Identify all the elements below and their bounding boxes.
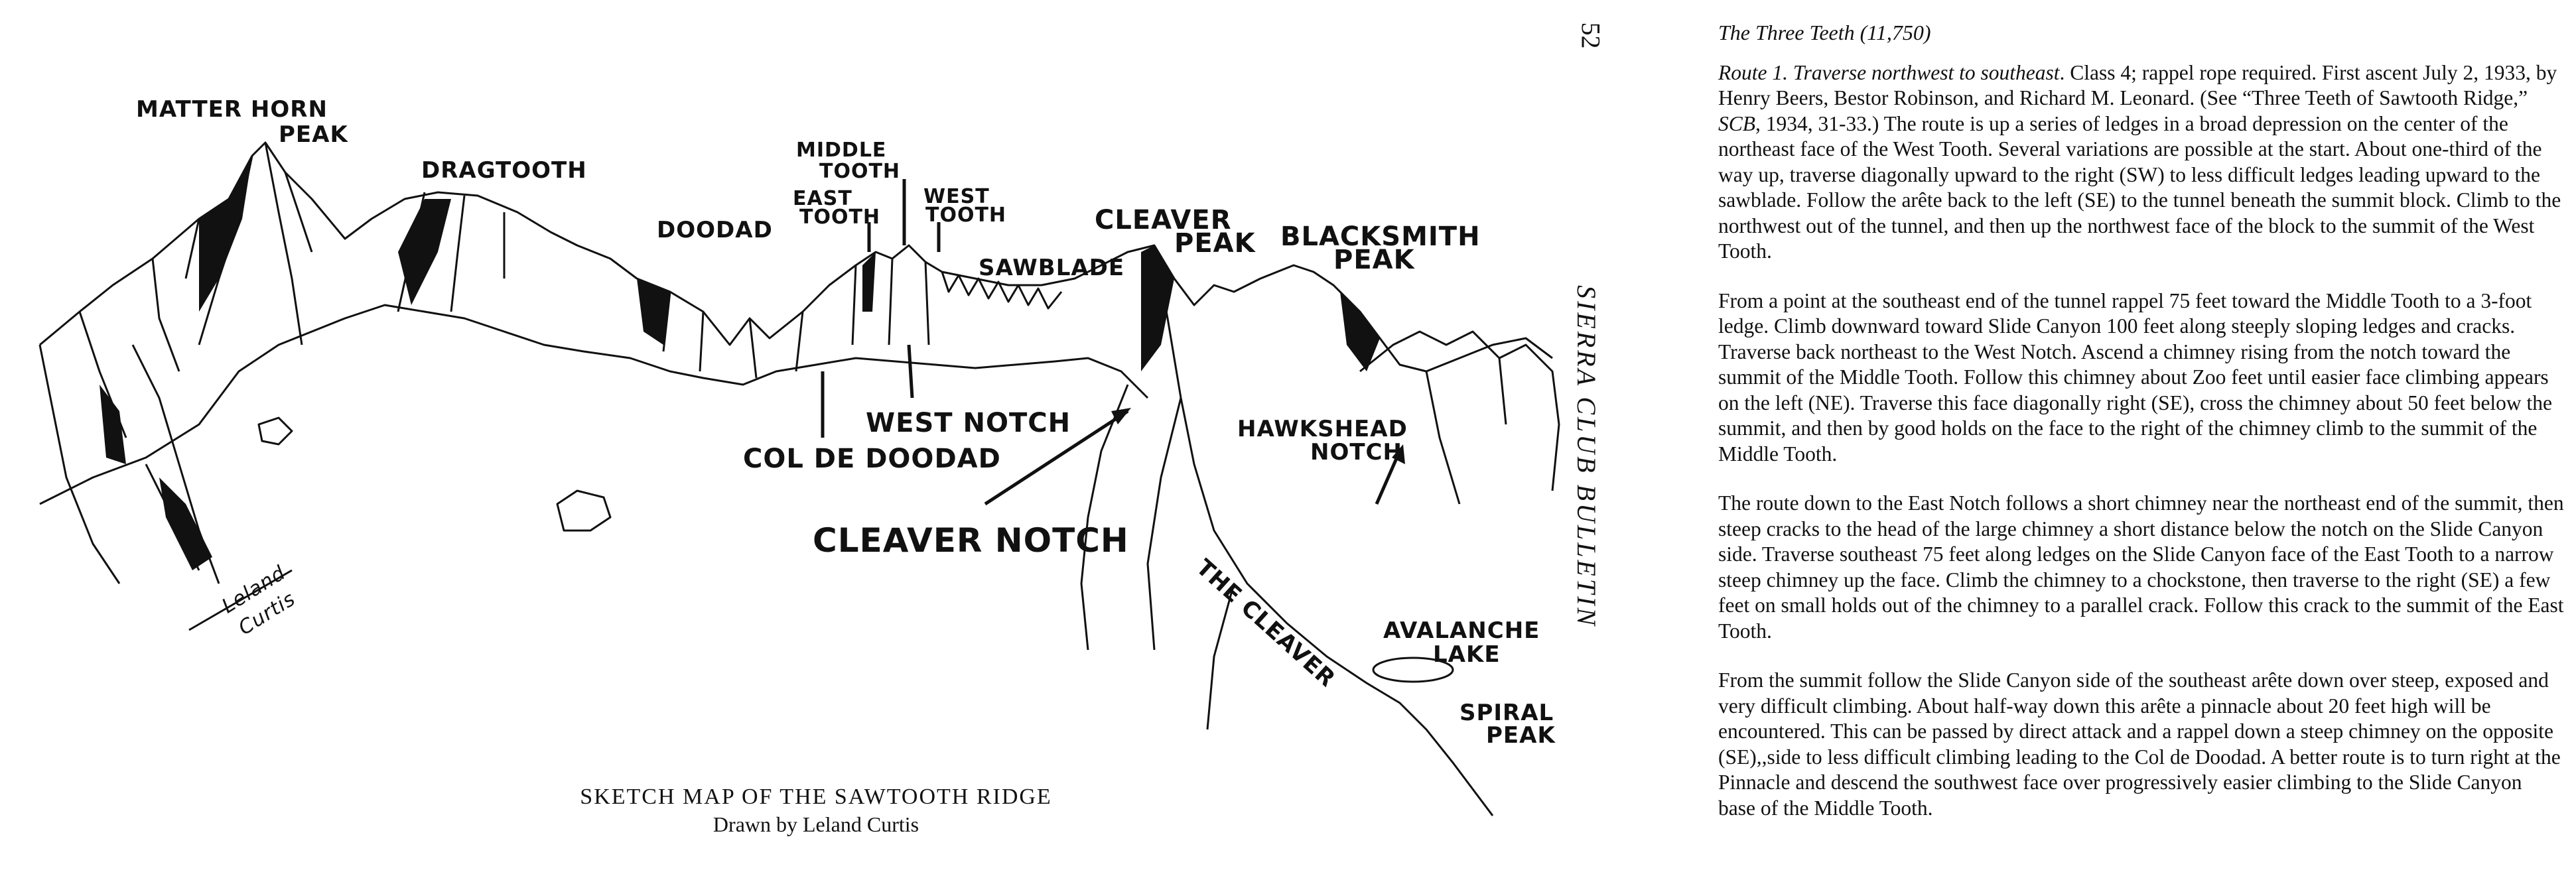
label-middle-tooth-2: TOOTH	[819, 160, 901, 183]
map-caption-title: SKETCH MAP OF THE SAWTOOTH RIDGE	[580, 785, 1052, 809]
paragraph-3: The route down to the East Notch follows…	[1718, 491, 2564, 643]
label-dragtooth: DRAGTOOTH	[421, 157, 587, 184]
label-west-notch: WEST NOTCH	[866, 408, 1071, 438]
paragraph-1-part-a: . Class 4; rappel rope required. First a…	[1718, 60, 2557, 110]
label-east-tooth-1: EAST	[793, 187, 852, 210]
paragraph-1: Route 1. Traverse northwest to southeast…	[1718, 60, 2564, 265]
paragraph-2: From a point at the southeast end of the…	[1718, 288, 2553, 466]
label-west-tooth-2: TOOTH	[925, 204, 1007, 227]
label-spiral-peak-2: PEAK	[1486, 722, 1556, 749]
label-blacksmith-peak-2: PEAK	[1333, 245, 1415, 275]
label-avalanche-lake-1: AVALANCHE	[1383, 617, 1540, 644]
label-matterhorn-peak: PEAK	[279, 121, 348, 148]
cleaver-notch-leader	[984, 409, 1129, 506]
label-blacksmith-peak-1: BLACKSMITH	[1280, 221, 1481, 252]
section-heading: The Three Teeth (11,750)	[1718, 21, 1931, 44]
ridge-skyline	[39, 141, 1553, 373]
ridge-drawing	[38, 141, 1560, 816]
map-caption-credit: Drawn by Leland Curtis	[712, 812, 919, 836]
label-matterhorn: MATTER HORN	[136, 96, 328, 123]
label-doodad: DOODAD	[657, 217, 773, 243]
label-cleaver-notch: CLEAVER NOTCH	[813, 521, 1129, 560]
west-notch-leader	[907, 344, 914, 399]
label-hawkshead-notch-2: NOTCH	[1310, 439, 1402, 466]
scb-reference: SCB	[1718, 111, 1756, 135]
article-text: The Three Teeth (11,750) Route 1. Traver…	[1718, 20, 2564, 845]
sketch-map: MATTER HORN PEAK DRAGTOOTH DOODAD MIDDLE…	[38, 96, 1560, 836]
route-title: Route 1. Traverse northwest to southeast	[1718, 60, 2060, 84]
paragraph-1-part-b: , 1934, 31-33.) The route is up a series…	[1718, 111, 2561, 263]
label-avalanche-lake-2: LAKE	[1433, 641, 1501, 668]
paragraph-4: From the summit follow the Slide Canyon …	[1718, 668, 2561, 820]
label-middle-tooth-1: MIDDLE	[796, 139, 887, 162]
label-cleaver-peak-1: CLEAVER	[1095, 205, 1232, 235]
label-east-tooth-2: TOOTH	[799, 206, 881, 229]
label-cleaver-peak-2: PEAK	[1174, 228, 1256, 259]
label-west-tooth-1: WEST	[923, 185, 990, 208]
label-sawblade: SAWBLADE	[979, 255, 1125, 281]
label-hawkshead-notch-1: HAWKSHEAD	[1237, 416, 1408, 442]
hawkshead-notch-leader	[1375, 450, 1402, 505]
page-number: 52	[1576, 22, 1606, 49]
label-col-de-doodad: COL DE DOODAD	[743, 444, 1001, 474]
label-spiral-peak-1: SPIRAL	[1459, 700, 1554, 726]
publication-title: SIERRA CLUB BULLETIN	[1572, 285, 1601, 629]
